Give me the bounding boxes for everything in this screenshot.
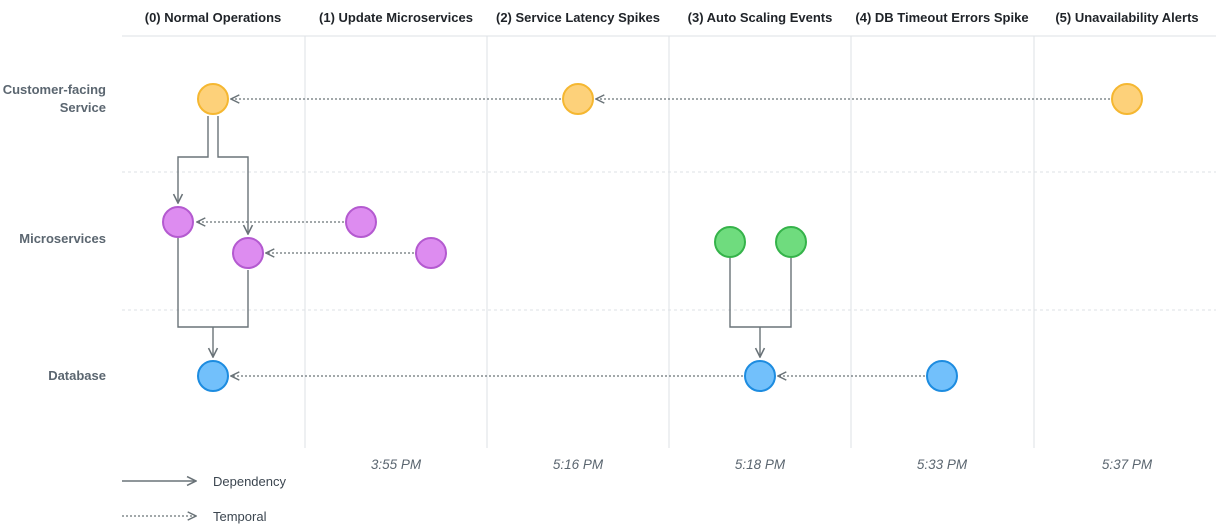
service-node-2 [562,83,594,115]
scaled-microservice-node-b [775,226,807,258]
time-label-1: 3:55 PM [371,457,422,472]
row-label-service-line2: Service [60,100,106,115]
dependency-edge-scaled-to-db [729,258,792,328]
grid [122,35,1216,448]
legend-dependency-label: Dependency [213,474,286,489]
microservice-node-0a [162,206,194,238]
database-node-0 [197,360,229,392]
nodes [162,83,1143,392]
row-label-microservices: Microservices [19,231,106,246]
microservice-node-1a [345,206,377,238]
column-title-3: (3) Auto Scaling Events [688,10,833,25]
dependency-edge-service-to-micro-a [178,116,209,203]
dependency-edge-service-to-micro-b [217,116,248,234]
column-title-2: (2) Service Latency Spikes [496,10,660,25]
time-label-3: 5:18 PM [735,457,786,472]
service-node-5 [1111,83,1143,115]
legend: Dependency Temporal [122,474,286,524]
column-title-4: (4) DB Timeout Errors Spike [855,10,1028,25]
microservice-node-1b [415,237,447,269]
legend-temporal-label: Temporal [213,509,267,524]
time-label-2: 5:16 PM [553,457,604,472]
dependency-edges [178,116,792,357]
database-node-4 [926,360,958,392]
temporal-edges [197,99,1110,376]
time-label-5: 5:37 PM [1102,457,1153,472]
row-label-service-line1: Customer-facing [3,82,106,97]
scaled-microservice-node-a [714,226,746,258]
time-label-4: 5:33 PM [917,457,968,472]
column-title-0: (0) Normal Operations [145,10,282,25]
column-title-1: (1) Update Microservices [319,10,473,25]
database-node-3 [744,360,776,392]
column-title-5: (5) Unavailability Alerts [1055,10,1198,25]
row-label-database: Database [48,368,106,383]
microservice-node-0b [232,237,264,269]
service-node-0 [197,83,229,115]
